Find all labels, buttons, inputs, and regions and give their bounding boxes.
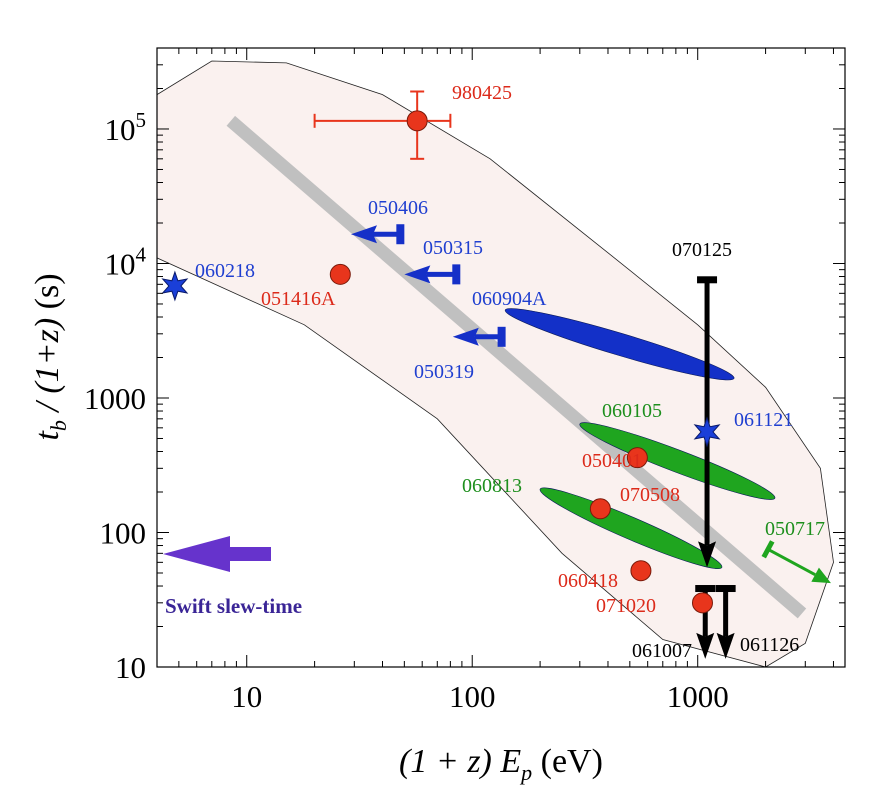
lower-limit-arrowhead-050717 (811, 567, 831, 584)
x-axis-label-main: (1 + z) E (399, 743, 521, 780)
data-label-071020: 071020 (596, 595, 656, 617)
swift-slew-time-label: Swift slew-time (165, 594, 302, 618)
y-tick-label: 10 (115, 650, 146, 685)
upper-limit-arrowhead-050319 (452, 327, 479, 346)
data-label-051416A: 051416A (261, 288, 336, 310)
y-tick-label: 105 (105, 108, 147, 147)
region-060813 (539, 487, 723, 569)
x-tick-label: 100 (449, 679, 496, 714)
x-axis-label-unit: (eV) (532, 743, 603, 780)
swift-slew-time-arrow (163, 536, 271, 572)
data-label-060418: 060418 (558, 570, 618, 592)
y-axis-label-ratio: / (1+z) (29, 318, 66, 420)
point-061121 (693, 416, 721, 448)
plot-area (157, 60, 834, 667)
point-070508 (589, 498, 611, 520)
y-tick-exponent: 5 (136, 108, 147, 132)
upper-limit-arrowhead-061126 (716, 632, 735, 659)
upper-limit-arrowhead-050315 (404, 265, 431, 284)
y-axis-label-unit: (s) (29, 273, 66, 317)
x-axis-label-subscript: p (519, 760, 532, 785)
upper-limit-bar-070125 (697, 276, 718, 284)
x-tick-label: 10 (231, 679, 262, 714)
data-label-060904A: 060904A (472, 288, 547, 310)
data-label-061126: 061126 (740, 634, 799, 656)
lower-limit-shaft-050717 (767, 547, 816, 576)
y-axis-label-main: t (29, 430, 66, 441)
data-label-050315: 050315 (423, 237, 483, 259)
y-axis-label: tb / (1+z) (s) (29, 273, 71, 440)
point-051416A (329, 263, 351, 285)
region-060105 (579, 422, 776, 500)
data-label-061007: 061007 (632, 640, 692, 662)
point-980425 (406, 110, 428, 132)
data-label-050717: 050717 (765, 518, 825, 540)
data-label-060105: 060105 (602, 400, 662, 422)
data-label-060813: 060813 (462, 475, 522, 497)
y-tick-label: 104 (105, 242, 147, 281)
upper-limit-arrowhead-050406 (350, 225, 377, 244)
data-label-060218: 060218 (195, 260, 255, 282)
y-tick-label: 1000 (84, 381, 146, 416)
point-050401 (626, 447, 648, 469)
x-tick-label: 1000 (667, 679, 729, 714)
upper-limit-bar-061126 (715, 585, 736, 593)
data-label-070125: 070125 (672, 239, 732, 261)
y-tick-label: 100 (100, 515, 147, 550)
point-071020 (691, 592, 713, 614)
data-label-061121: 061121 (734, 409, 793, 431)
region-060904A (504, 308, 735, 381)
data-label-050319: 050319 (414, 361, 474, 383)
data-label-980425: 980425 (452, 82, 512, 104)
point-060418 (630, 560, 652, 582)
upper-limit-arrowhead-061007 (696, 632, 715, 659)
data-label-050401: 050401 (582, 450, 642, 472)
upper-limit-arrowhead-070125 (698, 541, 717, 568)
x-axis-label: (1 + z) Ep (eV) (399, 743, 603, 785)
data-label-070508: 070508 (620, 484, 680, 506)
y-tick-exponent: 4 (136, 242, 147, 266)
upper-limit-bar-061007 (695, 585, 716, 593)
data-label-050406: 050406 (368, 197, 428, 219)
point-060218 (161, 270, 189, 302)
allowed-region (157, 60, 834, 667)
y-axis-label-subscript: b (46, 420, 71, 431)
